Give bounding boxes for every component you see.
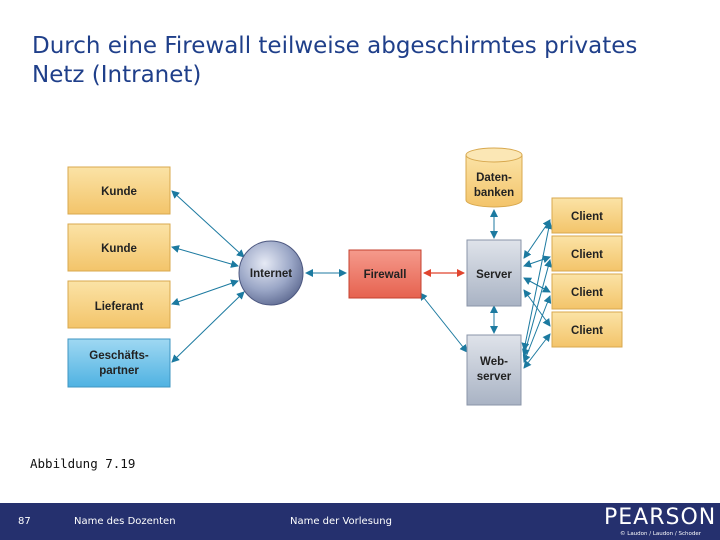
arrow-lieferant-internet bbox=[171, 279, 239, 306]
client-box-3: Client bbox=[551, 273, 623, 310]
arrow-webserver-client2 bbox=[521, 259, 553, 357]
webserver-box: Web- server bbox=[466, 334, 522, 406]
server-label: Server bbox=[476, 269, 512, 281]
internet-globe-icon: Internet bbox=[238, 240, 304, 306]
client-box-1: Client bbox=[551, 197, 623, 234]
client-label-4: Client bbox=[571, 325, 603, 337]
copyright-text: © Laudon / Laudon / Schoder bbox=[620, 531, 701, 537]
client-label-3: Client bbox=[571, 287, 603, 299]
box-lieferant: Lieferant bbox=[67, 280, 171, 329]
server-box: Server bbox=[466, 239, 522, 307]
internet-label: Internet bbox=[250, 268, 292, 280]
box-kunde-1-label: Kunde bbox=[101, 186, 137, 198]
slide-title: Durch eine Firewall teilweise abgeschirm… bbox=[32, 33, 638, 88]
client-label-2: Client bbox=[571, 249, 603, 261]
database-icon: Daten- banken bbox=[465, 147, 523, 208]
pearson-logo: PEARSON bbox=[604, 505, 717, 530]
database-label-2: banken bbox=[474, 187, 514, 199]
box-kunde-1: Kunde bbox=[67, 166, 171, 215]
lecturer-name: Name des Dozenten bbox=[74, 516, 176, 527]
firewall-box: Firewall bbox=[348, 249, 422, 299]
slide-number: 87 bbox=[18, 516, 31, 527]
box-geschaeftspartner-label-2: partner bbox=[99, 365, 139, 377]
figure-caption: Abbildung 7.19 bbox=[30, 456, 136, 471]
client-box-2: Client bbox=[551, 235, 623, 272]
webserver-label-2: server bbox=[477, 371, 512, 383]
arrow-kunde1-internet bbox=[171, 190, 245, 258]
connector-lines bbox=[171, 190, 553, 369]
client-label-1: Client bbox=[571, 211, 603, 223]
footer-bar: 87 Name des Dozenten Name der Vorlesung … bbox=[0, 503, 720, 540]
arrow-server-client2 bbox=[523, 255, 551, 268]
firewall-label: Firewall bbox=[364, 269, 407, 281]
webserver-label-1: Web- bbox=[480, 356, 508, 368]
arrow-firewall-webserver bbox=[419, 292, 468, 353]
arrow-kunde2-internet bbox=[171, 245, 239, 268]
lecture-name: Name der Vorlesung bbox=[290, 516, 392, 527]
client-box-4: Client bbox=[551, 311, 623, 348]
arrow-partner-internet bbox=[171, 291, 245, 363]
box-geschaeftspartner-label-1: Geschäfts- bbox=[89, 350, 149, 362]
box-geschaeftspartner: Geschäfts- partner bbox=[67, 338, 171, 388]
box-kunde-2-label: Kunde bbox=[101, 243, 137, 255]
box-lieferant-label: Lieferant bbox=[95, 301, 144, 313]
arrow-webserver-client1 bbox=[521, 221, 553, 351]
box-kunde-2: Kunde bbox=[67, 223, 171, 272]
database-label-1: Daten- bbox=[476, 172, 512, 184]
arrow-webserver-client4 bbox=[523, 333, 551, 369]
